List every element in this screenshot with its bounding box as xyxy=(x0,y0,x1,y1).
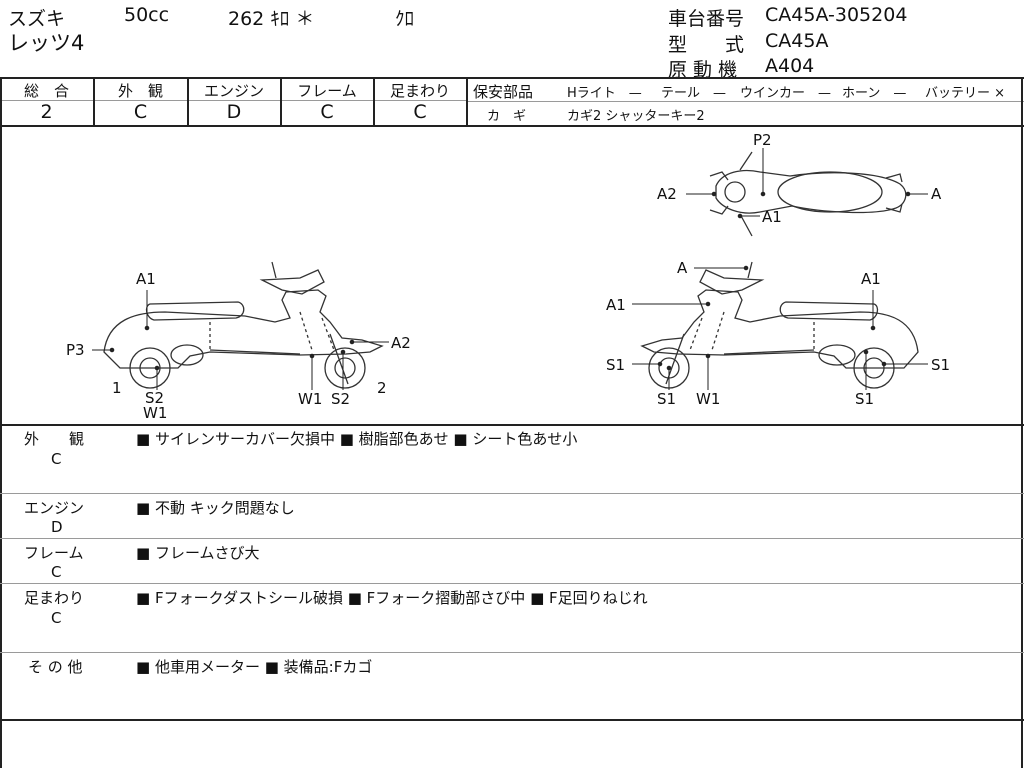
scooter-left-side-diagram xyxy=(92,148,928,390)
security-item-winker: ウインカー — xyxy=(740,86,832,101)
maker: スズキ xyxy=(8,8,66,30)
frame-no: CA45A-305204 xyxy=(765,4,908,26)
divider xyxy=(0,77,1024,79)
divider xyxy=(466,77,468,126)
section-title: フレーム xyxy=(24,544,84,562)
grade-header-overall: 総 合 xyxy=(23,82,69,100)
divider xyxy=(93,77,95,126)
section-grade: C xyxy=(51,609,62,627)
section-title: 外 観 xyxy=(24,430,85,448)
label-top-a1: A1 xyxy=(762,208,782,226)
label-top-p2: P2 xyxy=(753,131,772,149)
security-item-taillight: テール — xyxy=(661,86,727,101)
label-top-a2: A2 xyxy=(657,185,677,203)
section-text: ■ 他車用メーター ■ 装備品:Fカゴ xyxy=(136,658,373,676)
engine-value: A404 xyxy=(765,55,815,77)
divider xyxy=(280,77,282,126)
label-left-1: 1 xyxy=(112,379,122,397)
label-top-a: A xyxy=(931,185,942,203)
label-left-s2-front: S2 xyxy=(331,390,351,408)
security-item-horn: ホーン — xyxy=(842,86,907,101)
displacement: 50cc xyxy=(124,4,170,26)
section-text: ■ Fフォークダストシール破損 ■ Fフォーク摺動部さび中 ■ F足回りねじれ xyxy=(136,589,648,607)
type-value: CA45A xyxy=(765,30,829,52)
label-left-w1: W1 xyxy=(143,404,168,422)
label-right-a: A xyxy=(677,259,688,277)
divider xyxy=(0,652,1024,653)
model-name: レッツ4 xyxy=(8,31,85,55)
security-item-headlight: Hライト — xyxy=(567,86,642,101)
border-left xyxy=(0,77,2,768)
grade-header-suspension: 足まわり xyxy=(389,82,450,100)
grade-value-exterior: C xyxy=(133,101,148,123)
color: ｸﾛ xyxy=(395,8,415,30)
section-text: ■ サイレンサーカバー欠損中 ■ 樹脂部色あせ ■ シート色あせ小 xyxy=(136,430,578,448)
mileage: 262 ｷﾛ ＊ xyxy=(228,8,315,30)
label-right-w1: W1 xyxy=(696,390,721,408)
border-right xyxy=(1021,77,1023,768)
divider xyxy=(0,424,1024,426)
section-text: ■ フレームさび大 xyxy=(136,544,260,562)
divider xyxy=(467,101,1024,102)
engine-label: 原 動 機 xyxy=(668,59,738,81)
label-left-a2: A2 xyxy=(391,334,411,352)
grade-header-frame: フレーム xyxy=(297,82,357,100)
label-right-s1-bottom: S1 xyxy=(657,390,677,408)
frame-no-label: 車台番号 xyxy=(668,8,745,30)
divider xyxy=(0,719,1024,721)
label-right-a1-rear: A1 xyxy=(861,270,881,288)
divider xyxy=(0,538,1024,539)
divider xyxy=(187,77,189,126)
section-title: そ の 他 xyxy=(28,658,83,676)
section-grade: C xyxy=(51,450,62,468)
label-left-p3: P3 xyxy=(66,341,85,359)
divider xyxy=(0,583,1024,584)
key-value: カギ2 シャッターキー2 xyxy=(567,109,705,124)
section-title: エンジン xyxy=(24,499,85,517)
divider xyxy=(373,77,375,126)
grade-header-exterior: 外 観 xyxy=(117,82,163,100)
label-right-s1-rear-bottom: S1 xyxy=(855,390,875,408)
section-grade: C xyxy=(51,563,62,581)
type-label: 型 式 xyxy=(668,34,745,56)
divider xyxy=(0,493,1024,494)
label-right-a1-front: A1 xyxy=(606,296,626,314)
key-label: カ ギ xyxy=(487,109,527,124)
section-title: 足まわり xyxy=(24,589,85,607)
grade-value-suspension: C xyxy=(413,101,427,123)
label-left-a1: A1 xyxy=(136,270,156,288)
label-right-s1-front: S1 xyxy=(606,356,626,374)
section-grade: D xyxy=(51,518,63,536)
label-left-s2: S2 xyxy=(145,389,165,407)
security-item-battery: バッテリー × xyxy=(925,86,1006,101)
grade-value-frame: C xyxy=(320,101,334,123)
section-text: ■ 不動 キック問題なし xyxy=(136,499,295,517)
label-right-s1-rear: S1 xyxy=(931,356,951,374)
grade-value-overall: 2 xyxy=(40,101,53,123)
divider xyxy=(0,125,1024,127)
label-left-2: 2 xyxy=(377,379,387,397)
grade-header-engine: エンジン xyxy=(203,82,264,100)
divider xyxy=(0,100,467,101)
grade-value-engine: D xyxy=(226,101,242,123)
label-left-w1-front: W1 xyxy=(298,390,323,408)
security-title: 保安部品 xyxy=(473,83,534,101)
